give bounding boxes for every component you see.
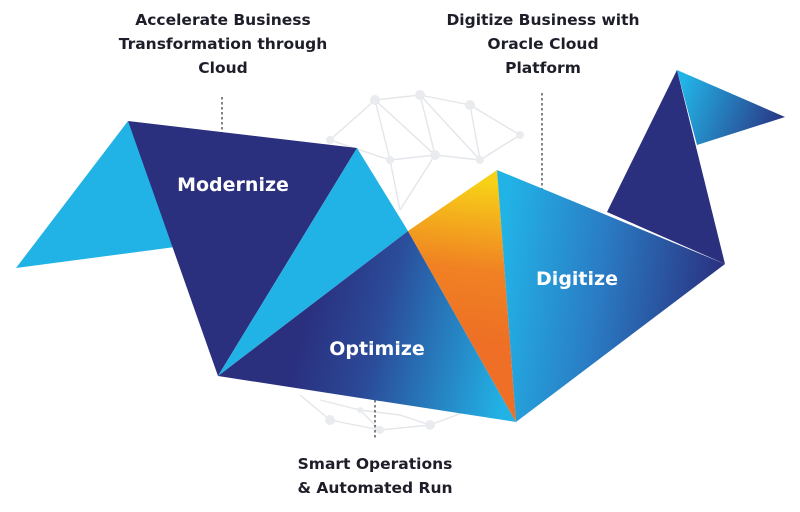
center-light-triangle (218, 148, 408, 376)
rear-navy-panel (607, 70, 725, 264)
network-globe-background (299, 94, 521, 431)
caption-line: Platform (505, 59, 581, 77)
network-nodes (325, 90, 524, 434)
caption-line: Transformation through (118, 35, 328, 53)
caption-modernize: Accelerate Business Transformation throu… (88, 8, 358, 80)
left-wing-triangle (16, 121, 175, 268)
caption-line: Accelerate Business (135, 11, 311, 29)
orange-fold (408, 170, 516, 422)
head-tip-triangle (677, 70, 785, 145)
caption-line: Oracle Cloud (487, 35, 599, 53)
modernize-panel (128, 121, 357, 376)
digitize-panel (497, 170, 725, 422)
caption-line: & Automated Run (297, 479, 453, 497)
label-digitize: Digitize (536, 268, 618, 290)
caption-optimize: Smart Operations & Automated Run (240, 452, 510, 500)
caption-line: Digitize Business with (446, 11, 640, 29)
label-modernize: Modernize (177, 174, 289, 196)
caption-line: Cloud (198, 59, 248, 77)
label-optimize: Optimize (329, 338, 425, 360)
caption-digitize: Digitize Business with Oracle Cloud Plat… (408, 8, 678, 80)
optimize-panel (218, 231, 516, 422)
caption-line: Smart Operations (297, 455, 453, 473)
